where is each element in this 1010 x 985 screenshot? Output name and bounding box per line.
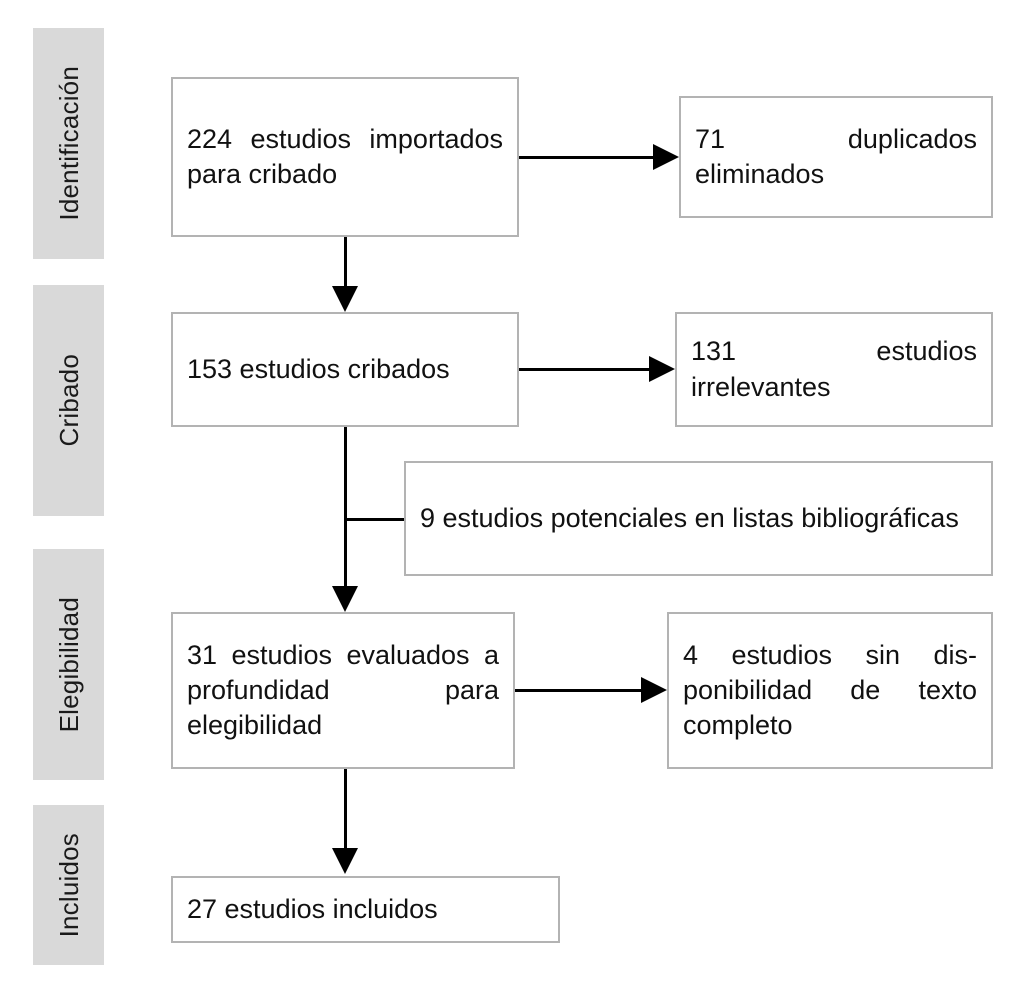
connector-imported-to-duplicates-line: [519, 156, 655, 159]
connector-assessed-to-included-line: [344, 769, 347, 850]
stage-cribado: Cribado: [33, 285, 104, 516]
connector-assessed-to-no-full-text-arrowhead: [641, 677, 667, 703]
connector-assessed-to-no-full-text-line: [515, 689, 644, 692]
box-imported: 224 estudios importados para cribado: [171, 77, 519, 237]
box-bibliographic-lists-text: 9 estudios potenciales en listas bibliog…: [420, 502, 959, 533]
box-screened-text: 153 estudios cribados: [187, 353, 450, 384]
box-imported-text: 224 estudios importados para cribado: [187, 123, 503, 189]
box-duplicates-removed-text: 71 duplicados eliminados: [695, 123, 977, 189]
box-irrelevant: 131 estudios irrelevantes: [675, 312, 993, 427]
stage-label-elegibilidad: Elegibilidad: [53, 596, 84, 733]
stage-elegibilidad: Elegibilidad: [33, 549, 104, 780]
connector-screened-to-assessed-arrowhead: [332, 586, 358, 612]
box-included-text: 27 estudios incluidos: [187, 893, 438, 924]
connector-bibliographic-join-line: [344, 518, 404, 521]
box-irrelevant-text: 131 estudios irrelevantes: [691, 336, 977, 402]
connector-screened-to-irrelevant-arrowhead: [649, 356, 675, 382]
box-no-full-text-text: 4 estudios sin dis­ponibilidad de texto …: [683, 639, 977, 741]
box-duplicates-removed: 71 duplicados eliminados: [679, 96, 993, 218]
stage-incluidos: Incluidos: [33, 805, 104, 965]
connector-screened-to-irrelevant-line: [519, 368, 652, 371]
connector-imported-to-screened-line: [344, 237, 347, 289]
box-assessed-text: 31 estudios evalua­dos a profundidad par…: [187, 639, 499, 741]
connector-assessed-to-included-arrowhead: [332, 848, 358, 874]
connector-imported-to-screened-arrowhead: [332, 286, 358, 312]
connector-imported-to-duplicates-arrowhead: [653, 144, 679, 170]
stage-identificacion: Identificación: [33, 28, 104, 259]
box-no-full-text: 4 estudios sin dis­ponibilidad de texto …: [667, 612, 993, 769]
stage-label-identificacion: Identificación: [53, 66, 84, 221]
connector-screened-to-assessed-line: [344, 427, 347, 589]
box-bibliographic-lists: 9 estudios potenciales en listas bibliog…: [404, 461, 993, 576]
stage-label-incluidos: Incluidos: [53, 832, 84, 938]
stage-label-cribado: Cribado: [53, 354, 84, 447]
box-screened: 153 estudios cribados: [171, 312, 519, 427]
box-included: 27 estudios incluidos: [171, 876, 560, 943]
box-assessed: 31 estudios evalua­dos a profundidad par…: [171, 612, 515, 769]
